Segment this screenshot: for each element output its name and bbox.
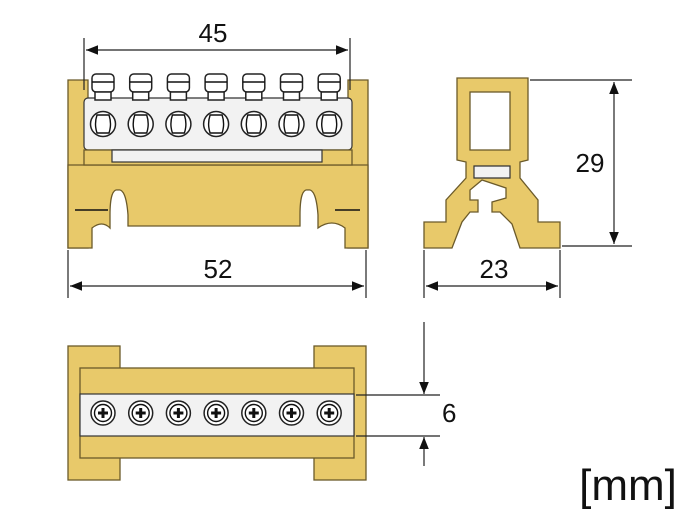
- side-window: [469, 91, 511, 151]
- front-base: [67, 164, 369, 249]
- side-profile: [423, 77, 561, 249]
- screw-head-icon: [128, 73, 153, 93]
- screw-head-icon: [317, 73, 341, 93]
- dimension-29-label: 29: [576, 148, 605, 178]
- dimension-29: 29: [530, 79, 632, 247]
- unit-label: [mm]: [579, 461, 677, 510]
- screw-head-icon: [279, 73, 304, 93]
- screw-head-icon: [166, 73, 191, 93]
- front-screw-heads: [91, 73, 341, 101]
- front-view: [67, 73, 369, 249]
- side-view: [423, 77, 561, 249]
- dimension-23: 23: [423, 250, 561, 298]
- top-view: [67, 345, 367, 481]
- dimension-52-label: 52: [204, 254, 233, 284]
- screw-head-icon: [204, 73, 228, 93]
- dimension-45-label: 45: [199, 18, 228, 48]
- dimension-6-label: 6: [442, 398, 456, 428]
- dimension-45: 45: [83, 18, 351, 90]
- dimension-6: 6: [356, 322, 456, 466]
- dimension-52: 52: [67, 250, 367, 298]
- screw-head-icon: [91, 73, 115, 93]
- screw-head-icon: [242, 73, 266, 93]
- top-screw-heads: [90, 400, 342, 426]
- dimension-23-label: 23: [480, 254, 509, 284]
- front-terminal-holes: [89, 110, 343, 138]
